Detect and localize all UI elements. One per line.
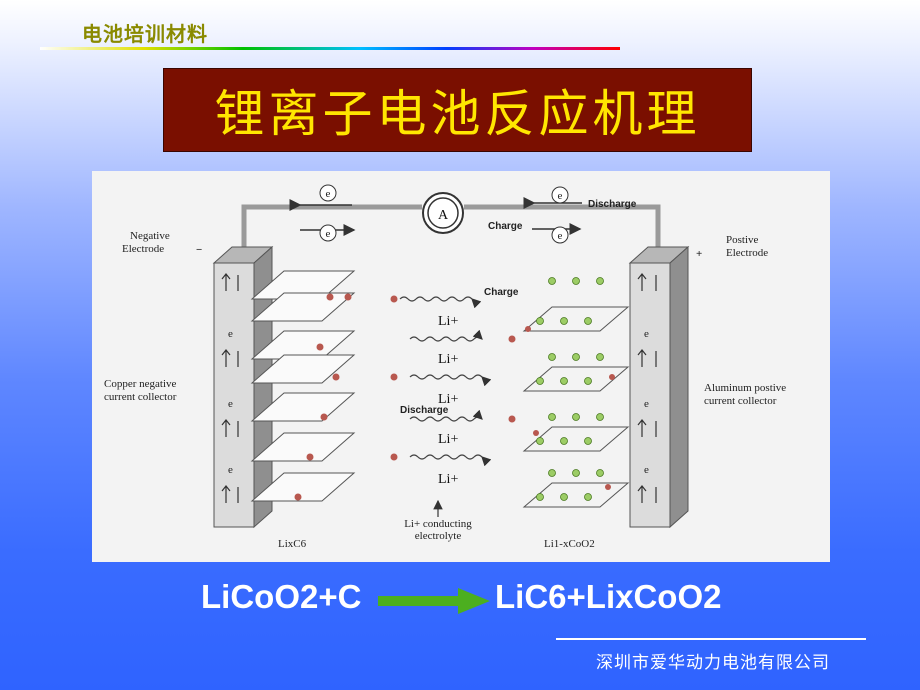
cathode-layer [522,306,630,332]
charge-label-ions: Charge [484,287,519,298]
discharge-label-ions: Discharge [400,405,449,416]
li-ion-dot [508,335,516,343]
circuit-wire-left [241,204,422,251]
li-ion-dot [320,413,328,421]
graphite-layer [250,472,356,502]
collector-arrow-mark [221,419,231,437]
li-ion-dot [508,415,516,423]
collector-electron-mark: e [228,398,233,410]
negative-sign: − [196,244,202,256]
collector-arrow-mark [221,273,231,291]
electron-label: e [326,228,331,240]
li-ion-label: Li+ [438,392,458,407]
discharge-label-top: Discharge [588,199,637,210]
ammeter [422,192,464,234]
graphite-layer [250,354,356,384]
reaction-equation: LiCoO2+C LiC6+LixCoO2 [0,578,920,622]
footer-rule [556,638,866,640]
li-ion-label: Li+ [438,352,458,367]
li-ion-dot [390,373,398,381]
electron-label: e [558,230,563,242]
li-ion-dot [605,484,611,490]
collector-arrow-mark [637,485,647,503]
ion-wave-arrow [409,409,483,422]
li-ion-label: Li+ [438,432,458,447]
collector-arrow-mark [221,485,231,503]
cathode-material-label: Li1-xCoO2 [544,538,595,550]
li-ion-dot [390,453,398,461]
graphite-layer [250,432,356,462]
positive-sign: + [696,248,702,260]
collector-arrow-mark [637,349,647,367]
electron-icon [319,224,337,242]
cathode-layer [522,482,630,508]
li-ion-dot [332,373,340,381]
electron-icon [319,184,337,202]
cathode-layer [522,426,630,452]
li-ion-dot [525,326,531,332]
equation-left: LiCoO2+C [201,578,362,615]
collector-arrow-mark [637,419,647,437]
graphite-layer [250,392,356,422]
cathode-li-ions [525,326,615,490]
ion-wave-arrow [399,296,482,309]
li-ion-dot [306,453,314,461]
ammeter-inner [427,197,459,229]
collector-electron-mark: e [644,398,649,410]
cathode-layer [522,366,630,392]
ion-wave-arrow [409,454,492,467]
collector-electron-mark: e [644,328,649,340]
positive-collector-front [629,262,671,528]
collector-arrow-mark [221,349,231,367]
cathode-atoms [536,277,604,501]
graphite-layers [250,270,356,502]
li-ion-label: Li+ [438,314,458,329]
collector-electron-mark: e [228,464,233,476]
slide-title: 锂离子电池反应机理 [214,85,701,143]
collector-electron-mark: e [228,328,233,340]
li-ion-dot [609,374,615,380]
header-title: 电池培训材料 [82,22,208,46]
collector-arrow-mark [637,273,647,291]
negative-collector-front [213,262,255,528]
charge-label-top: Charge [488,221,523,232]
cathode-layers [522,306,630,508]
anode-li-ions [294,293,352,501]
electron-label: e [558,190,563,202]
anode-material-label: LixC6 [278,538,307,550]
reaction-arrow-icon [378,588,490,614]
electron-icon [551,226,569,244]
li-ion-label: Li+ [438,472,458,487]
equation-right: LiC6+LixCoO2 [495,578,722,615]
li-ion-dot [344,293,352,301]
ion-wave-arrow [409,329,483,342]
li-ion-dot [294,493,302,501]
ammeter-label: A [438,208,449,223]
collector-electron-mark: e [644,464,649,476]
slide-title-box: 锂离子电池反应机理 [163,68,752,152]
header-rule [40,47,620,50]
footer-company: 深圳市爱华动力电池有限公司 [596,653,830,673]
electron-label: e [326,188,331,200]
ion-wave-arrow [409,374,492,387]
li-ion-dot [326,293,334,301]
positive-collector-side [669,245,689,529]
electron-icon [551,186,569,204]
li-ion-dot [390,295,398,303]
li-ion-dot [316,343,324,351]
li-ion-dot [533,430,539,436]
